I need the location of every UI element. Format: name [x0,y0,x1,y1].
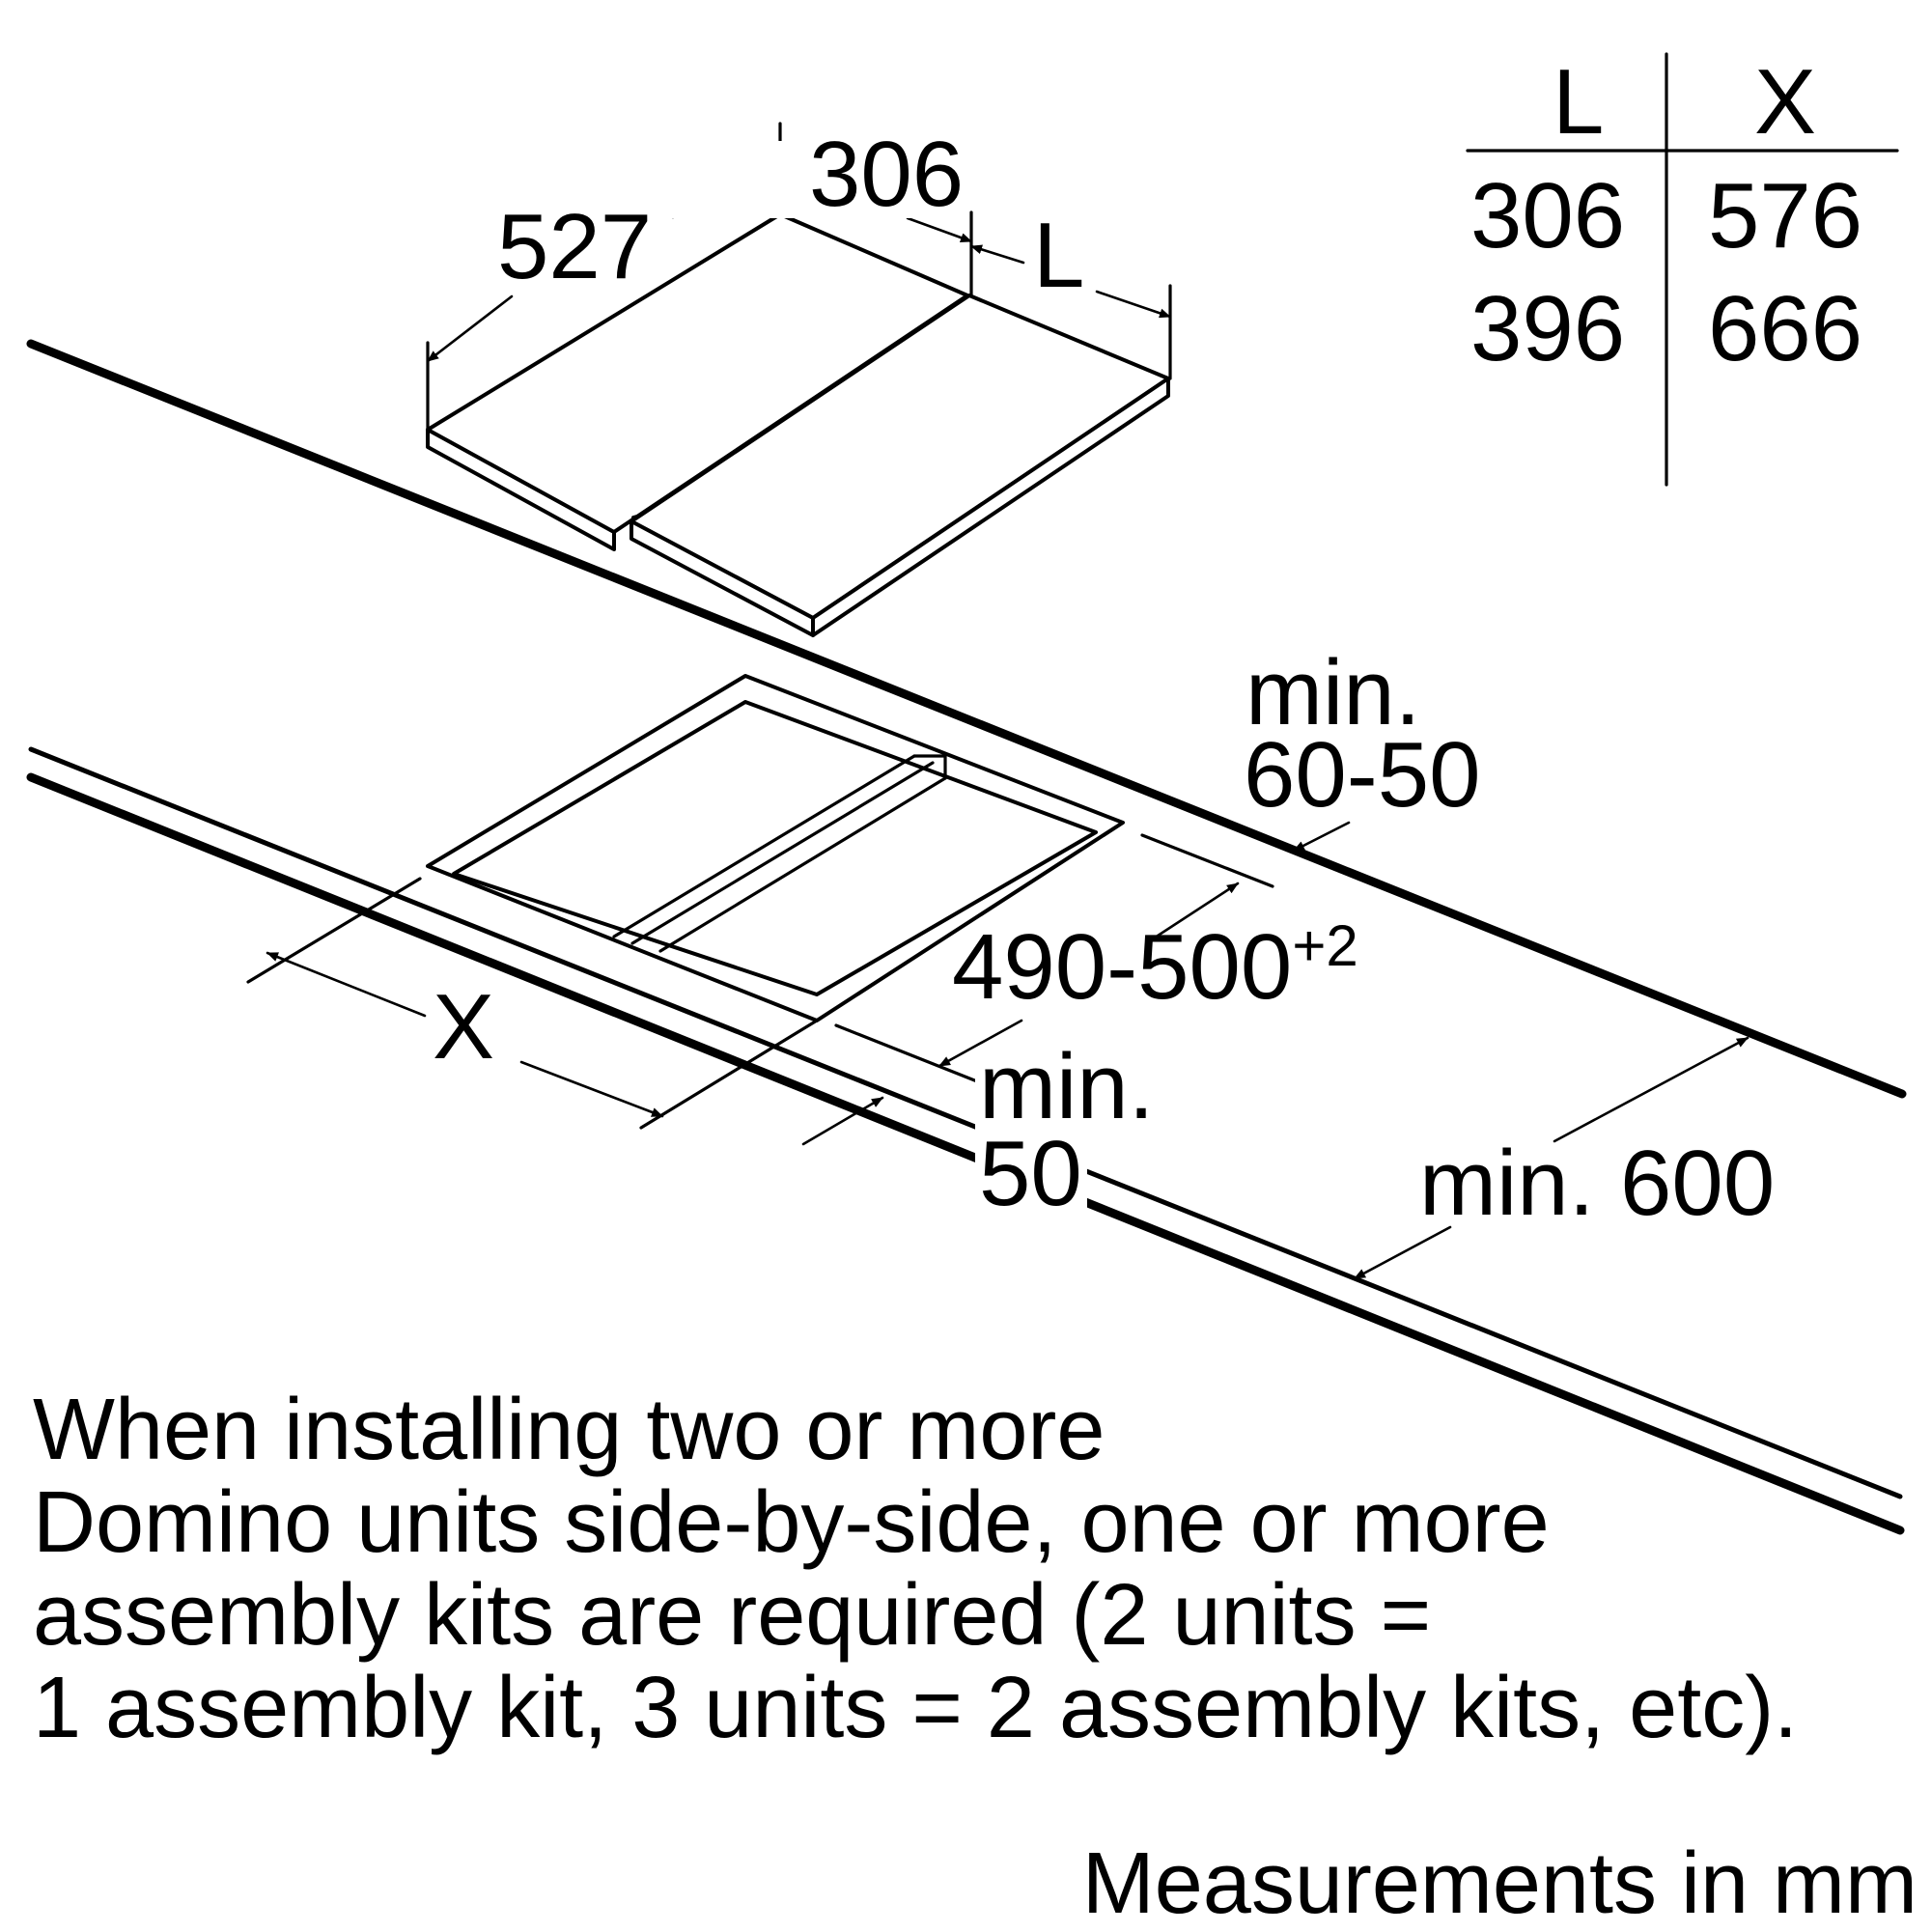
size-table-cell-X-2: 666 [1708,277,1862,380]
dim-L-label: L [1033,204,1084,307]
dim-490-arrow-front [938,1019,1023,1068]
dim-X-extension-left [246,877,422,984]
installation-note-line-3: assembly kits are required (2 units = [33,1567,1432,1664]
worktop-back-edge [26,339,1907,1099]
dim-600-label: min. 600 [1419,1132,1775,1235]
cooktop-unit-right [630,294,1170,637]
dim-527-arrow-left [426,294,514,363]
dim-front-min-label: min. [979,1035,1154,1138]
size-table-cell-L-1: 306 [1470,164,1625,267]
installation-note: When installing two or more Domino units… [33,1384,1916,1754]
dim-490-500-tolerance: +2 [1292,913,1357,978]
dim-rear-min-label: min. [1245,641,1420,744]
dim-rear-60-50-arrow [1292,821,1351,853]
dim-306-label: 306 [809,123,964,226]
dim-rear-60-50-label: 60-50 [1244,723,1481,826]
size-table: L X 306 576 396 666 [1466,50,1899,487]
dim-600-arrow-front [1353,1225,1452,1280]
dim-490-extension-front [834,1023,979,1083]
installation-note-line-1: When installing two or more [33,1382,1105,1478]
installation-note-line-4: 1 assembly kit, 3 units = 2 assembly kit… [33,1660,1799,1756]
worktop-cutout [426,674,1125,1022]
dim-front-50-label: 50 [979,1122,1082,1225]
size-table-cell-L-2: 396 [1470,277,1625,380]
dim-X-extension-right [639,1019,819,1130]
size-table-cell-X-1: 576 [1708,164,1862,267]
size-table-header-L: L [1553,50,1604,154]
worktop-front-edge-top [28,746,1903,1499]
size-table-header-X: X [1754,50,1816,154]
dim-527-label: 527 [497,195,652,298]
dim-306-arrow-right [906,216,973,243]
dim-X-arrow-left [266,951,427,1018]
dim-X-label: X [433,975,494,1078]
dim-490-arrow-back [1147,882,1240,943]
dim-X-arrow-right [519,1060,664,1118]
dim-490-extension-back [1140,833,1274,888]
dim-600-arrow-back [1553,1036,1749,1143]
dim-front-50-arrow [801,1096,884,1146]
installation-note-line-2: Domino units side-by-side, one or more [33,1474,1550,1571]
dim-490-500-value: 490-500 [952,915,1292,1019]
dim-L-arrow-right [1095,290,1172,319]
units-caption: Measurements in mm [1081,1835,1917,1932]
worktop-front-edge-bottom [26,772,1905,1535]
dim-490-500-label: 490-500+2 [952,913,1358,1019]
dim-L-arrow-left [969,244,1025,265]
